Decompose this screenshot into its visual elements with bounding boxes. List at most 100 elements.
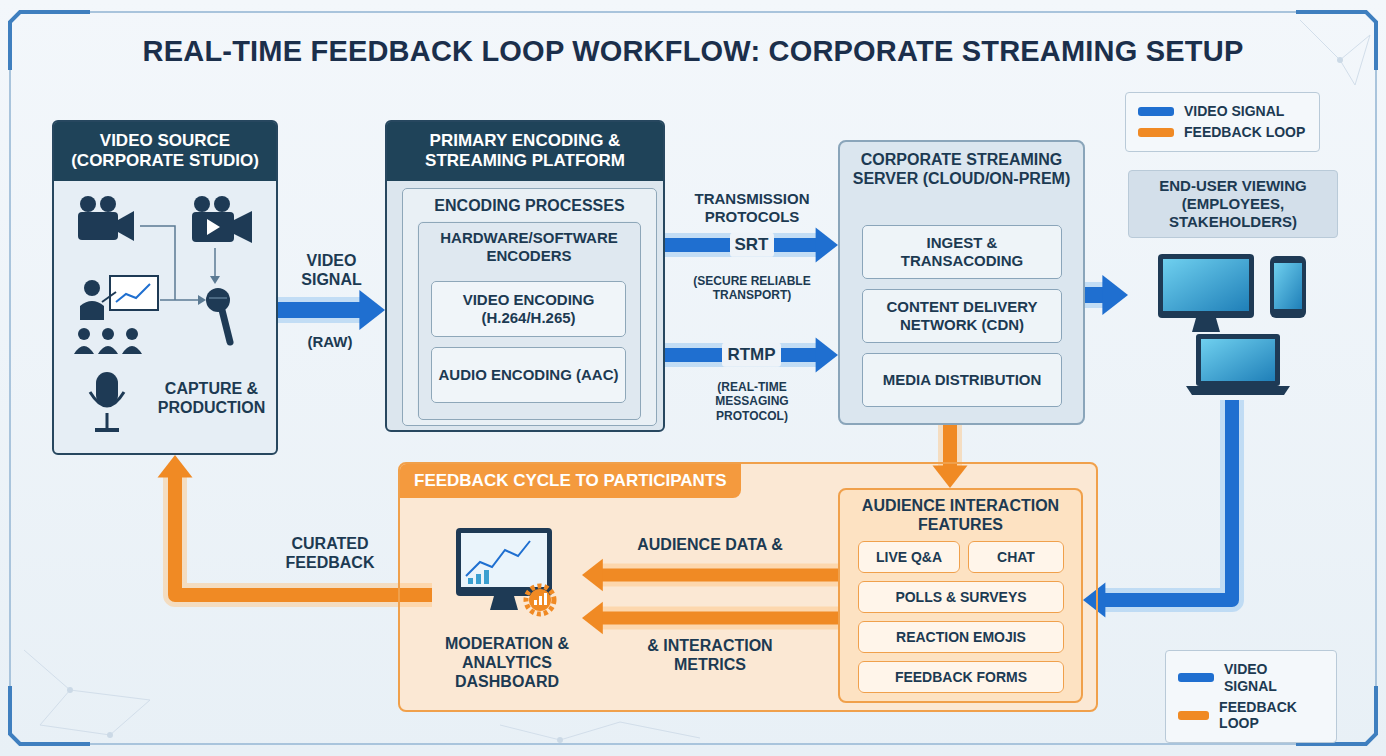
node-heading: CHAT — [971, 549, 1061, 566]
box-fill — [838, 140, 1085, 425]
connector-arrow — [601, 612, 838, 625]
node-caption: CAPTURE & PRODUCTION — [149, 379, 274, 417]
wire-head — [210, 276, 220, 284]
process-box: HARDWARE/SOFTWARE ENCODERSVIDEO ENCODING… — [418, 222, 641, 420]
diagram-title: REAL-TIME FEEDBACK LOOP WORKFLOW: CORPOR… — [0, 34, 1386, 69]
node-heading: ENCODING PROCESSES — [410, 196, 649, 215]
process-box: REACTION EMOJIS — [858, 621, 1064, 653]
dashboard-chart — [466, 541, 530, 576]
audience-head — [126, 328, 138, 340]
node-heading: CONTENT DELIVERY NETWORK (CDN) — [867, 298, 1057, 334]
board-chart — [116, 284, 150, 302]
connector-group — [158, 455, 433, 595]
connector-group — [665, 228, 838, 263]
stand-mic-icon — [90, 372, 124, 430]
box-fill — [385, 120, 665, 432]
legend-entry: FEEDBACK LOOP — [1178, 699, 1324, 733]
connector-glow — [665, 343, 818, 367]
monitor-screen — [1163, 259, 1249, 311]
box-fill — [858, 621, 1064, 653]
monitor-frame — [1158, 254, 1254, 318]
box-fill — [402, 188, 657, 426]
edge-label: VIDEO SIGNAL — [292, 251, 372, 289]
process-box: INGEST & TRANSACODING — [862, 225, 1062, 279]
connector-arrow — [278, 302, 361, 318]
note-wrap: (RAW) — [295, 333, 365, 351]
dashboard-icon — [456, 528, 554, 614]
box-fill — [398, 462, 1098, 712]
connector-arrow — [1103, 400, 1232, 600]
process-box: FEEDBACK FORMS — [858, 661, 1064, 693]
arrowhead — [158, 455, 193, 477]
video-camera-icon — [192, 196, 252, 243]
audience-head — [78, 328, 90, 340]
phone-icon — [1270, 256, 1306, 318]
laptop-icon — [1186, 334, 1290, 395]
edge-label-wrap: SRT — [717, 233, 787, 257]
note-wrap: TRANSMISSION PROTOCOLS — [677, 190, 827, 226]
mic-stem — [106, 413, 109, 428]
box-fill — [862, 225, 1062, 279]
dashboard-bar — [476, 574, 481, 584]
connector-glow — [175, 475, 432, 595]
play-glyph — [207, 219, 220, 235]
wire — [214, 248, 216, 278]
mic-holder — [90, 392, 124, 406]
connector-arrow — [1085, 287, 1104, 303]
node-heading: MODERATION & ANALYTICS DASHBOARD — [432, 634, 582, 692]
arrowhead — [933, 466, 968, 488]
edge-label: CURATED FEEDBACK — [280, 534, 380, 572]
node-heading: POLLS & SURVEYS — [861, 589, 1061, 606]
presenter-body — [80, 301, 104, 320]
node-heading: AUDIENCE INTERACTION FEATURES — [846, 496, 1075, 534]
network-decor — [24, 20, 1370, 740]
edge-label-wrap: AUDIENCE DATA & — [610, 535, 810, 554]
connector-group — [933, 425, 968, 488]
camera-lens — [234, 211, 252, 243]
box-fill — [838, 488, 1083, 703]
box-fill — [858, 661, 1064, 693]
arrowhead — [359, 290, 385, 330]
node-heading: VIDEO SOURCE (CORPORATE STUDIO) — [54, 122, 276, 181]
connector-glow — [665, 233, 818, 257]
panel-box: VIDEO SOURCE (CORPORATE STUDIO) CAPTURE &… — [52, 120, 278, 455]
node-heading: MEDIA DISTRIBUTION — [867, 371, 1057, 389]
process-box: VIDEO ENCODING (H.264/H.265) — [431, 281, 626, 337]
wire-head — [198, 295, 206, 305]
process-box: POLLS & SURVEYS — [858, 581, 1064, 613]
network-dot — [67, 687, 73, 693]
annotation: (REAL-TIME MESSAGING PROTOCOL) — [695, 380, 810, 423]
gear-teeth — [526, 586, 554, 614]
edge-label-wrap: & INTERACTION METRICS — [610, 636, 810, 674]
network-line — [1300, 20, 1370, 85]
legend-text: FEEDBACK LOOP — [1219, 699, 1324, 733]
process-box: CONTENT DELIVERY NETWORK (CDN) — [862, 289, 1062, 343]
legend-box: VIDEO SIGNALFEEDBACK LOOP — [1125, 92, 1320, 152]
audience-body — [74, 346, 142, 354]
connector-glow — [601, 607, 838, 630]
node-heading: AUDIO ENCODING (AAC) — [436, 366, 621, 384]
process-box: CHAT — [968, 541, 1064, 573]
process-box: ENCODING PROCESSES HARDWARE/SOFTWARE ENCO… — [402, 188, 657, 426]
legend-swatch — [1178, 673, 1214, 682]
node-heading: INGEST & TRANSACODING — [867, 234, 1057, 270]
panel-box: CORPORATE STREAMING SERVER (CLOUD/ON-PRE… — [838, 140, 1085, 425]
legend-text: VIDEO SIGNAL — [1184, 103, 1284, 120]
node-heading: PRIMARY ENCODING & STREAMING PLATFORM — [387, 122, 663, 181]
legend-entry: VIDEO SIGNAL — [1178, 661, 1324, 695]
node-heading: VIDEO ENCODING (H.264/H.265) — [436, 291, 621, 327]
frame — [10, 12, 1376, 744]
frame-corner — [10, 12, 1376, 744]
box-fill — [431, 347, 626, 403]
laptop-screen — [1201, 339, 1275, 381]
camera-icon — [78, 196, 134, 241]
mic-handle — [222, 310, 230, 342]
phone-frame — [1270, 256, 1306, 318]
box-fill — [858, 581, 1064, 613]
dashboard-bar — [468, 578, 473, 584]
legend-entry: VIDEO SIGNAL — [1138, 103, 1307, 120]
gear-bar — [539, 596, 542, 605]
dashboard-stand — [490, 596, 518, 610]
mic-head — [206, 288, 230, 312]
